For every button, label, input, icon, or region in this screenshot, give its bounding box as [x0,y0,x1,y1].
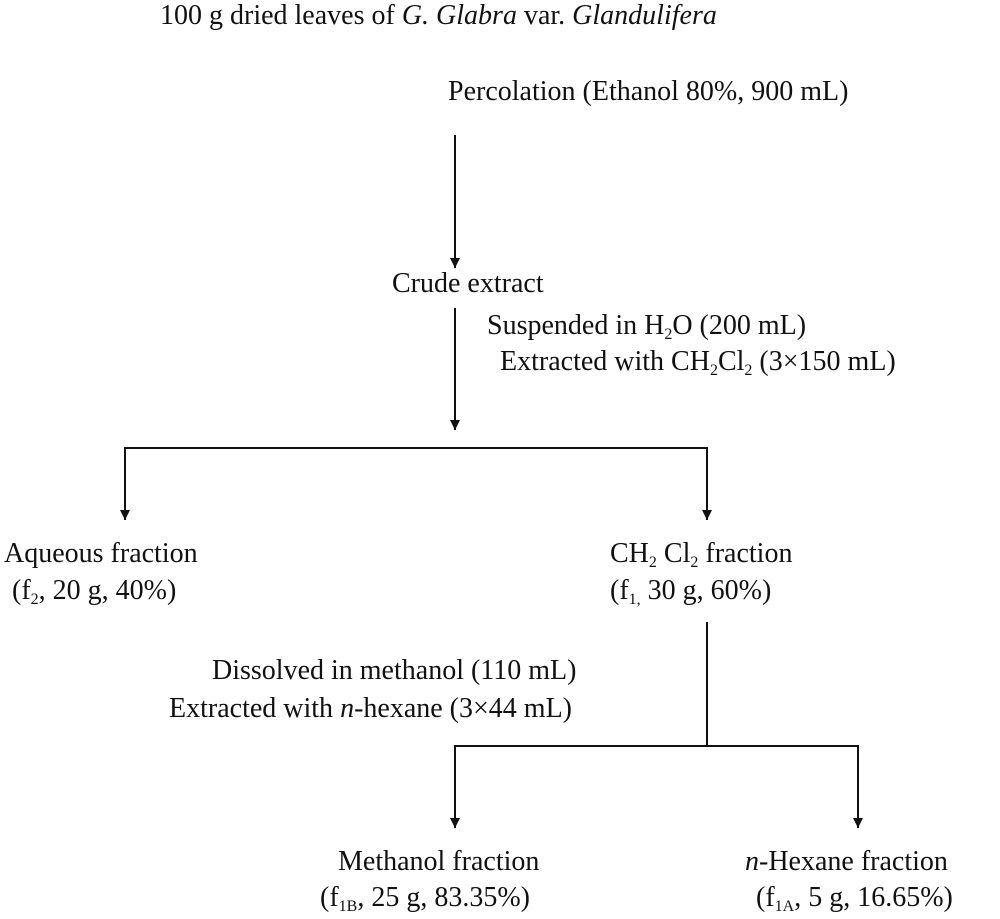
aqueous-fraction-details: (f2, 20 g, 40%) [12,575,177,608]
methanol-dissolution-step: Dissolved in methanol (110 mL) [212,655,577,686]
hexane-fraction-details: (f1A, 5 g, 16.65%) [756,882,953,915]
methanol-fraction-details: (f1B, 25 g, 83.35%) [320,882,530,915]
starting-material: 100 g dried leaves of G. Glabra var. Gla… [160,0,717,31]
hexane-extraction-step: Extracted with n-hexane (3×44 mL) [169,693,572,724]
ch2cl2-extraction-step: Extracted with CH2Cl2 (3×150 mL) [500,346,896,379]
suspension-step: Suspended in H2O (200 mL) [487,310,807,343]
methanol-fraction-label: Methanol fraction [338,846,540,877]
crude-extract: Crude extract [392,268,544,299]
aqueous-fraction-label: Aqueous fraction [4,538,198,569]
ch2cl2-fraction-details: (f1, 30 g, 60%) [610,575,772,608]
ch2cl2-fraction-label: CH2 Cl2 fraction [610,538,793,571]
percolation-step: Percolation (Ethanol 80%, 900 mL) [448,76,849,107]
hexane-fraction-label: n-Hexane fraction [745,846,948,877]
